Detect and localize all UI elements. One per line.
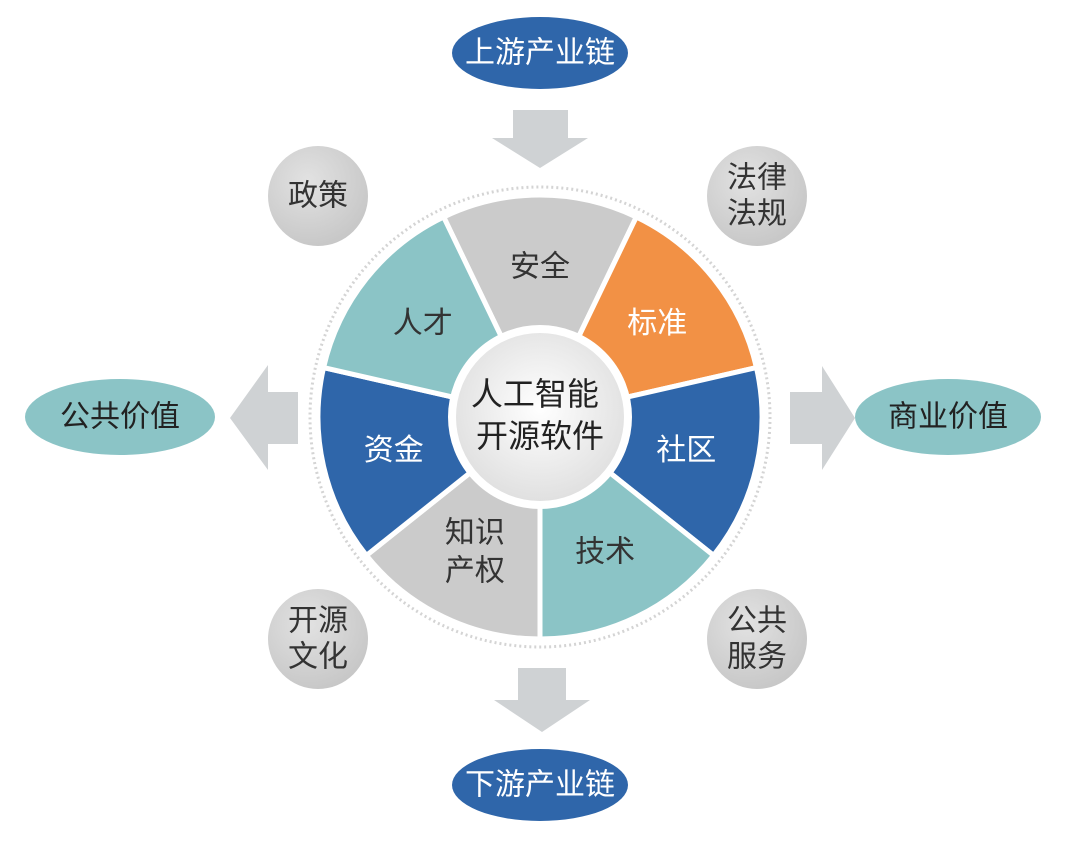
oval-business-value-shape — [855, 379, 1041, 455]
oval-business-value: 商业价值 — [855, 379, 1041, 455]
segment-ip-label: 知识 — [445, 516, 505, 551]
outer-circle-public-service-label: 公共 — [727, 604, 787, 639]
oval-downstream-label: 下游产业链 — [465, 768, 615, 803]
outer-circle-laws-shape — [707, 146, 807, 246]
center-label-line-1: 人工智能 — [471, 375, 599, 413]
arrow-down-bottom — [494, 668, 590, 732]
arrow-down-top — [492, 110, 588, 168]
oval-public-value-shape — [25, 379, 215, 455]
outer-circle-open-culture-label: 开源 — [288, 604, 348, 639]
outer-circle-public-service-shape — [707, 589, 807, 689]
arrow-left — [230, 365, 298, 470]
oval-upstream-label: 上游产业链 — [465, 36, 615, 71]
arrow-right — [790, 366, 855, 470]
outer-circle-policy: 政策 — [268, 146, 368, 246]
segment-ip-label: 产权 — [445, 554, 505, 589]
oval-business-value-label: 商业价值 — [888, 400, 1008, 435]
outer-circle-laws-label: 法规 — [727, 197, 787, 232]
outer-circle-policy-shape — [268, 146, 368, 246]
center-label: 人工智能 开源软件 — [471, 375, 609, 455]
outer-circle-policy-label: 政策 — [288, 179, 348, 214]
outer-circle-public-service-label: 服务 — [727, 640, 787, 675]
segment-funding-label: 资金 — [364, 433, 424, 468]
segment-standards-label: 标准 — [627, 306, 687, 341]
oval-public-value: 公共价值 — [25, 379, 215, 455]
outer-circle-open-culture-shape — [268, 589, 368, 689]
segment-security-label: 安全 — [510, 250, 570, 285]
oval-downstream: 下游产业链 — [452, 749, 628, 821]
oval-upstream: 上游产业链 — [452, 17, 628, 89]
center-circle — [448, 325, 632, 509]
segment-talent-label: 人才 — [393, 306, 453, 341]
outer-circle-open-culture-label: 文化 — [288, 640, 348, 675]
segment-community-label: 社区 — [656, 433, 716, 468]
segment-community: 社区 — [603, 364, 765, 559]
oval-upstream-shape — [452, 17, 628, 89]
outer-circle-laws-label: 法律 — [727, 161, 787, 196]
oval-public-value-label: 公共价值 — [60, 400, 180, 435]
center-label-line-2: 开源软件 — [476, 417, 604, 455]
segment-technology-label: 技术 — [575, 535, 635, 570]
oval-downstream-shape — [452, 749, 628, 821]
